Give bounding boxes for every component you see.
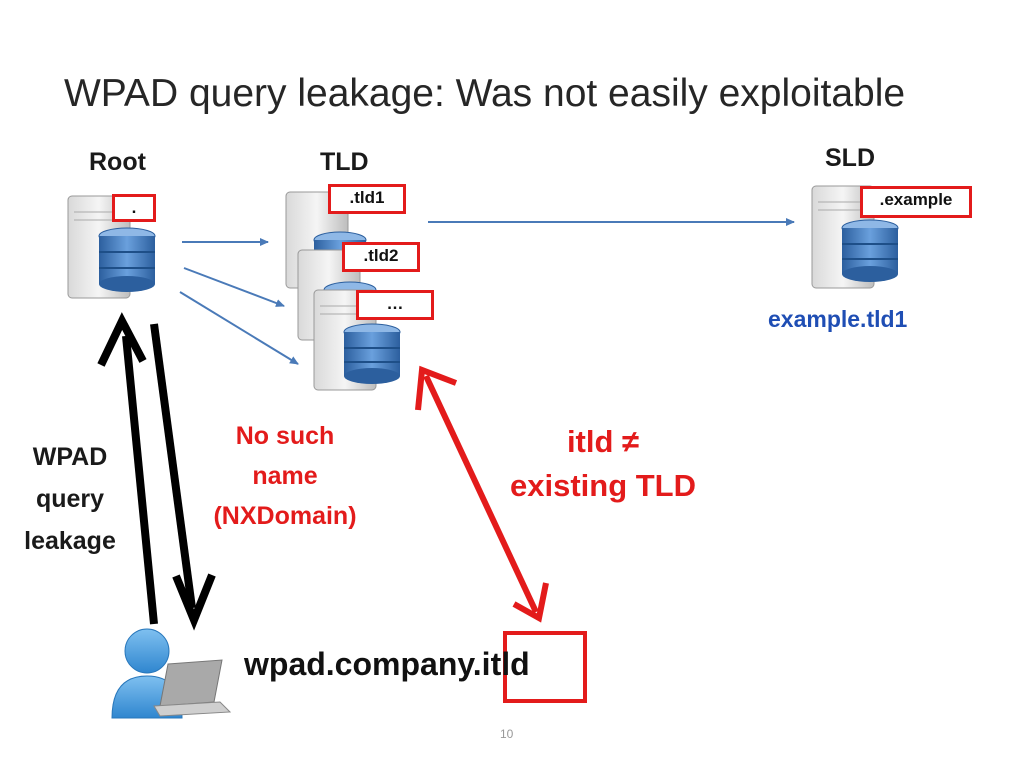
- itld-highlight-box: [503, 631, 587, 703]
- slide-title: WPAD query leakage: Was not easily explo…: [64, 72, 906, 115]
- sld-zone-box: .example: [860, 186, 972, 218]
- tld-label: TLD: [320, 148, 369, 176]
- nxdomain-text: No such name (NXDomain): [188, 416, 382, 536]
- wpad-leakage-label: WPAD query leakage: [8, 436, 132, 562]
- wpad-leakage-line-3: leakage: [24, 527, 116, 555]
- nxdomain-line-3: (NXDomain): [213, 502, 357, 530]
- root-to-tld3-arrow: [179, 291, 299, 365]
- user-laptop-icon: [111, 628, 232, 719]
- page-number: 10: [500, 727, 514, 741]
- wpad-query-domain: wpad.company.itld: [244, 646, 530, 683]
- root-label: Root: [89, 148, 146, 176]
- tld2-zone-box: .tld2: [342, 242, 420, 272]
- root-to-tld2-arrow: [183, 267, 285, 307]
- itld-mismatch-arrow: [415, 365, 549, 623]
- itld-note-text: itld ≠ existing TLD: [488, 420, 718, 508]
- nxdomain-line-1: No such: [235, 422, 335, 450]
- tld3-zone-box: …: [356, 290, 434, 320]
- nxdomain-line-2: name: [252, 462, 318, 490]
- sld-server-icon: [811, 185, 899, 289]
- sld-domain-text: example.tld1: [768, 306, 908, 332]
- query-domain-prefix: wpad.company: [244, 646, 473, 682]
- itld-note-line-1: itld ≠: [566, 424, 640, 459]
- sld-label: SLD: [825, 144, 875, 172]
- wpad-leakage-line-1: WPAD: [32, 443, 108, 471]
- tld1-zone-box: .tld1: [328, 184, 406, 214]
- wpad-leakage-line-2: query: [35, 485, 105, 513]
- query-domain-suffix: .itld: [472, 646, 530, 682]
- itld-note-line-2: existing TLD: [509, 468, 696, 503]
- root-zone-box: .: [112, 194, 156, 222]
- query-up-arrow: [97, 312, 158, 625]
- response-down-arrow: [150, 323, 216, 631]
